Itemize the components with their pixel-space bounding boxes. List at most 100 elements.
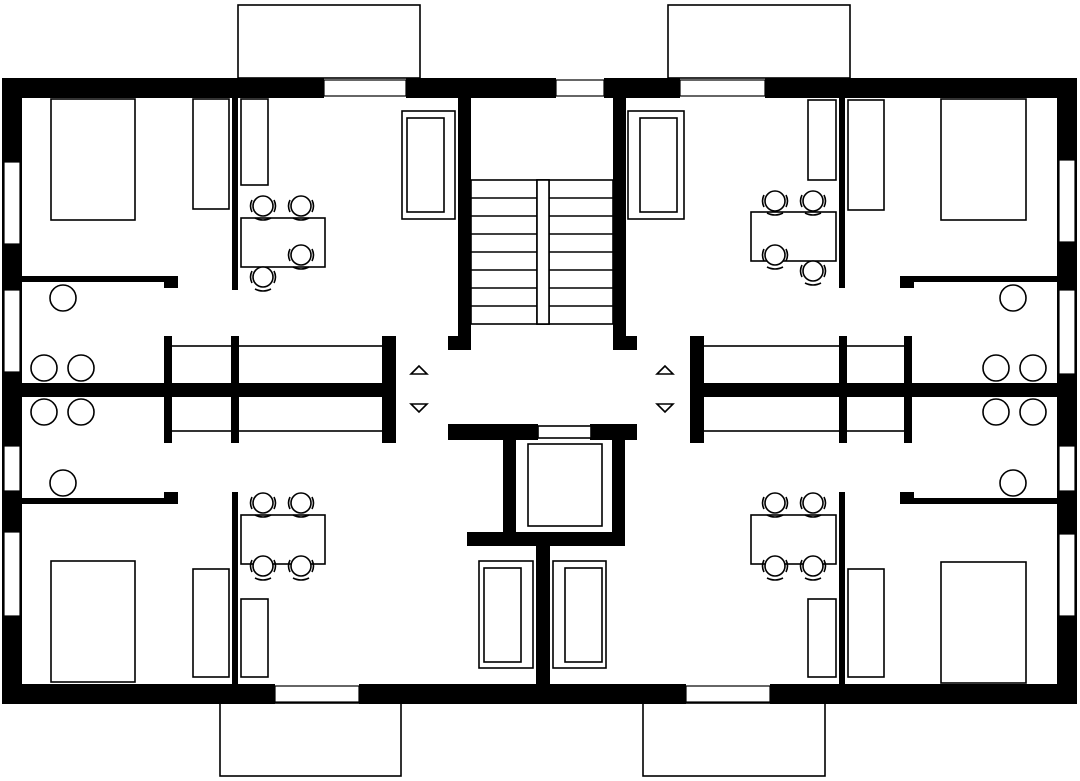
wall-bottom-3 — [770, 684, 1077, 704]
fixture-circle — [30, 398, 58, 426]
elevator-wall-top-left — [448, 424, 538, 440]
fixture-circle — [67, 354, 95, 382]
chair — [799, 555, 827, 581]
wall-bottom-1 — [2, 684, 275, 704]
bed-top-right — [940, 98, 1027, 221]
cabinet-tl-1 — [192, 98, 230, 210]
partition-bl-stub — [164, 492, 178, 504]
fixture-circle — [1019, 354, 1047, 382]
fixture-circle — [67, 398, 95, 426]
sofa-bottom-left — [478, 560, 534, 669]
sofa-bottom-right — [552, 560, 607, 669]
chair — [287, 195, 315, 221]
storage-unit-right — [690, 336, 912, 443]
window-right-4 — [1058, 533, 1076, 617]
partition-bl-vertical — [232, 492, 238, 684]
bed-bottom-right — [940, 561, 1027, 684]
lift-arrows — [409, 364, 675, 414]
balcony-bottom-right — [642, 702, 826, 777]
chair — [761, 190, 789, 216]
wall-top-1 — [2, 78, 324, 98]
window-left-1 — [3, 161, 21, 245]
window-right-1 — [1058, 159, 1076, 243]
window-left-4 — [3, 531, 21, 617]
chair — [799, 492, 827, 518]
window-top-1 — [323, 79, 407, 97]
fixture-circle — [30, 354, 58, 382]
windows — [3, 79, 1076, 703]
chair — [799, 260, 827, 286]
closet-divider — [536, 546, 550, 686]
cabinet-tr-1 — [807, 99, 837, 181]
stair-wall-right-foot — [613, 336, 637, 350]
triangle-up-icon — [655, 364, 675, 375]
elevator-wall-left — [503, 424, 516, 546]
elevator-wall-right — [612, 424, 625, 546]
partition-br-vertical — [839, 492, 845, 684]
chair — [761, 492, 789, 518]
bed-bottom-left — [50, 560, 136, 683]
elevator-wall-bottom — [467, 532, 625, 546]
storage-post-l3 — [382, 336, 396, 443]
storage-box-right — [699, 345, 909, 432]
fixture-circle — [49, 284, 77, 312]
chair — [287, 555, 315, 581]
staircase — [470, 179, 614, 325]
cabinet-bl-1 — [192, 568, 230, 678]
window-bottom-2 — [685, 685, 771, 703]
storage-box-left — [167, 345, 387, 432]
triangle-up-icon — [409, 364, 429, 375]
window-right-2 — [1058, 289, 1076, 375]
wall-mid-left — [2, 383, 392, 397]
wall-bottom-2 — [359, 684, 686, 704]
wall-top-2 — [406, 78, 556, 98]
bed-top-left — [50, 98, 136, 221]
stair-wall-left-foot — [448, 336, 471, 350]
sofa-top-right — [627, 110, 685, 220]
partition-br-horizontal — [900, 498, 1057, 504]
fixture-circle — [1019, 398, 1047, 426]
balcony-bottom-left — [219, 702, 402, 777]
dining-table-tr — [750, 211, 837, 262]
cabinet-bl-2 — [240, 598, 269, 678]
window-right-3 — [1058, 445, 1076, 492]
storage-post-r1 — [690, 336, 704, 443]
fixture-circle — [982, 354, 1010, 382]
chair — [761, 555, 789, 581]
storage-unit-left — [164, 336, 396, 443]
cabinet-br-2 — [847, 568, 885, 678]
window-left-2 — [3, 289, 21, 373]
cabinet-tl-2 — [240, 98, 269, 186]
stair-wall-right — [613, 98, 626, 350]
elevator-door — [537, 425, 592, 439]
bathroom-fixtures — [30, 284, 1047, 497]
storage-post-r2 — [839, 336, 847, 443]
chair — [249, 555, 277, 581]
dining-table-tl — [240, 217, 326, 268]
chair — [761, 244, 789, 270]
dining-chairs — [249, 190, 827, 581]
partition-tr-vertical — [839, 98, 845, 288]
chair — [249, 266, 277, 292]
fixture-circle — [999, 469, 1027, 497]
partition-tr-stub — [900, 276, 914, 288]
dining-tables — [240, 211, 837, 565]
beds — [50, 98, 1027, 684]
fixture-circle — [49, 469, 77, 497]
wall-mid-right — [690, 383, 1077, 397]
chair — [287, 244, 315, 270]
balconies — [219, 4, 851, 777]
window-top-2 — [555, 79, 605, 97]
window-top-3 — [679, 79, 766, 97]
partition-tl-vertical — [232, 98, 238, 290]
chair — [249, 195, 277, 221]
fixture-circle — [982, 398, 1010, 426]
partition-br-stub — [900, 492, 914, 504]
partition-tl-stub — [164, 276, 178, 288]
balcony-top-left — [237, 4, 421, 79]
stair-wall-left — [458, 98, 471, 350]
cabinets — [192, 98, 885, 678]
triangle-down-icon — [655, 403, 675, 414]
wall-top-4 — [765, 78, 1077, 98]
